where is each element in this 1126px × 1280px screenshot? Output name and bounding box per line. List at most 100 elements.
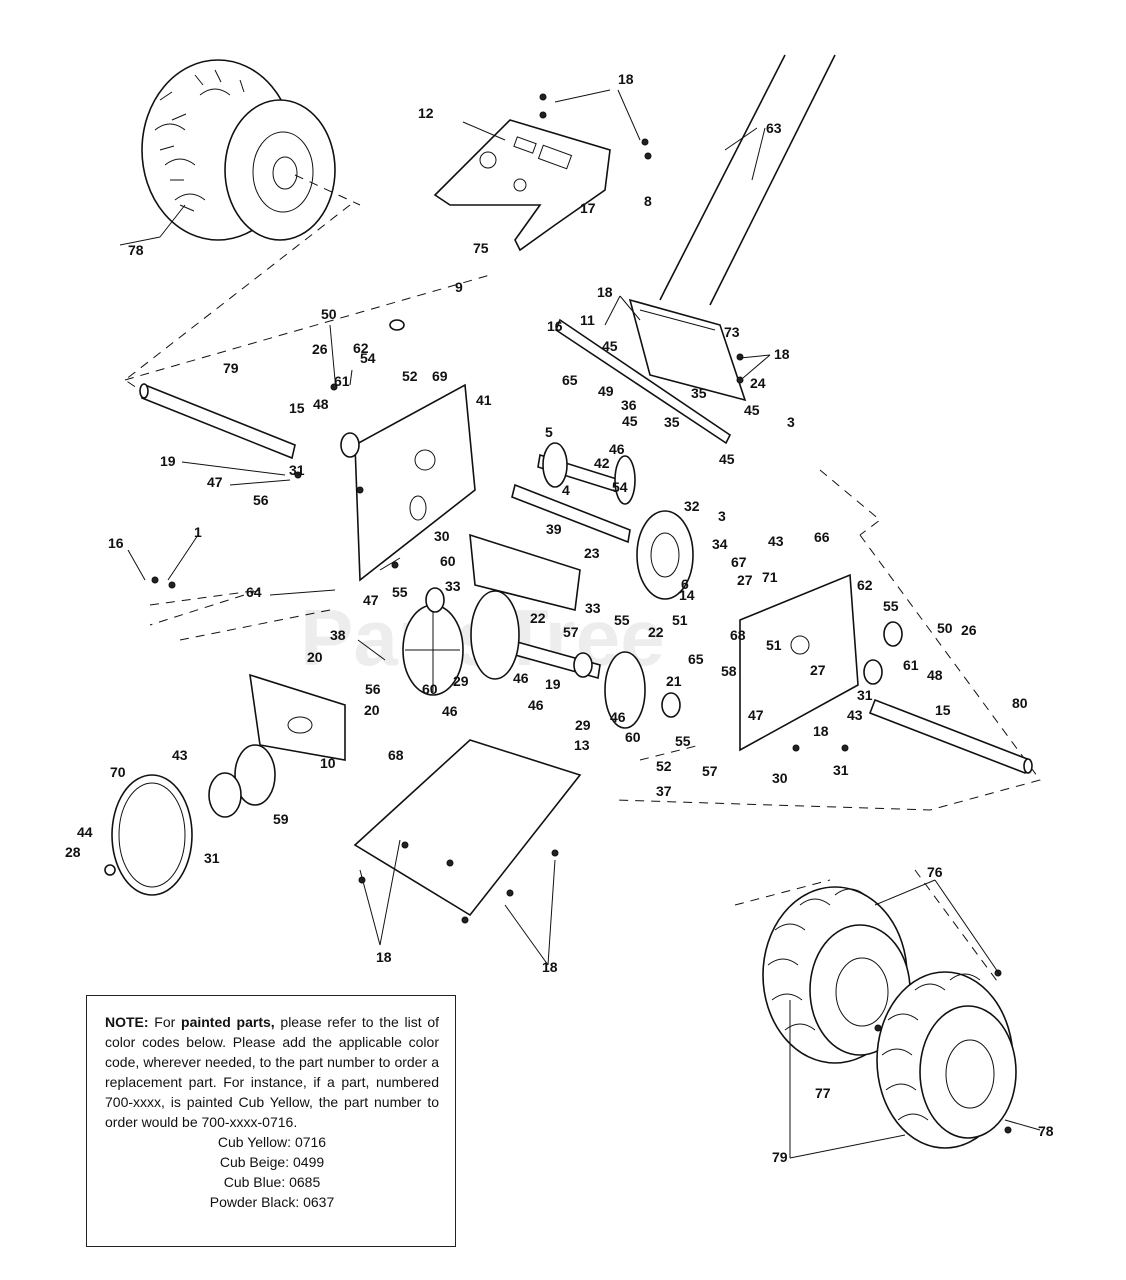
note-emphasis: painted parts,	[181, 1014, 275, 1030]
note-label: NOTE:	[105, 1014, 149, 1030]
callout-label: 28	[65, 844, 81, 860]
callout-label: 18	[542, 959, 558, 975]
callout-label: 79	[223, 360, 239, 376]
control-bracket	[628, 298, 747, 402]
callout-label: 17	[580, 200, 596, 216]
callout-label: 20	[307, 649, 323, 665]
callout-label: 55	[392, 584, 408, 600]
callout-label: 12	[418, 105, 434, 121]
callout-label: 45	[602, 338, 618, 354]
callout-label: 48	[927, 667, 943, 683]
callout-label: 52	[656, 758, 672, 774]
callout-label: 57	[563, 624, 579, 640]
callout-label: 19	[160, 453, 176, 469]
callout-label: 35	[664, 414, 680, 430]
callout-label: 42	[594, 455, 610, 471]
callout-label: 44	[77, 824, 93, 840]
callout-label: 80	[1012, 695, 1028, 711]
callout-label: 11	[580, 312, 595, 328]
center-support-plate	[469, 533, 581, 611]
note-body: please refer to the list of color codes …	[105, 1014, 440, 1130]
axle-right	[868, 698, 1033, 775]
callout-label: 23	[584, 545, 600, 561]
callout-label: 65	[562, 372, 578, 388]
callout-label: 33	[585, 600, 601, 616]
callout-label: 45	[622, 413, 638, 429]
callout-label: 45	[719, 451, 735, 467]
callout-label: 36	[621, 397, 637, 413]
callout-label: 33	[445, 578, 461, 594]
callout-label: 27	[810, 662, 826, 678]
callout-label: 20	[364, 702, 380, 718]
callout-label: 76	[927, 864, 943, 880]
callout-label: 16	[108, 535, 124, 551]
callout-label: 77	[815, 1085, 831, 1101]
callout-label: 73	[724, 324, 740, 340]
axle-left	[139, 383, 296, 460]
callout-label: 46	[609, 441, 625, 457]
callout-label: 26	[312, 341, 328, 357]
callout-label: 63	[766, 120, 782, 136]
callout-label: 68	[388, 747, 404, 763]
callout-label: 51	[766, 637, 782, 653]
callout-label: 50	[321, 306, 337, 322]
callout-label: 38	[330, 627, 346, 643]
callout-label: 29	[453, 673, 469, 689]
callout-label: 31	[204, 850, 220, 866]
callout-label: 60	[422, 681, 438, 697]
callout-label: 64	[246, 584, 262, 600]
callout-label: 70	[110, 764, 126, 780]
callout-label: 15	[289, 400, 305, 416]
bottom-cover-panel	[353, 739, 582, 917]
gear-assembly	[402, 442, 694, 729]
callout-label: 58	[721, 663, 737, 679]
callout-label: 18	[597, 284, 613, 300]
callout-label: 16	[547, 318, 563, 334]
pulley-assembly	[104, 744, 276, 896]
callout-label: 41	[476, 392, 492, 408]
rear-wheel-top-left	[141, 59, 361, 241]
callout-label: 55	[675, 733, 691, 749]
right-side-plate	[739, 573, 859, 752]
callout-label: 61	[903, 657, 919, 673]
callout-label: 62	[857, 577, 873, 593]
callout-label: 46	[513, 670, 529, 686]
callout-label: 35	[691, 385, 707, 401]
callout-label: 31	[289, 462, 305, 478]
callout-label: 9	[455, 279, 463, 295]
callout-label: 18	[376, 949, 392, 965]
left-mount-bracket	[249, 673, 346, 761]
callout-label: 30	[772, 770, 788, 786]
callout-label: 62	[353, 340, 369, 356]
callout-label: 8	[644, 193, 652, 209]
callout-label: 60	[625, 729, 641, 745]
callout-label: 43	[172, 747, 188, 763]
callout-label: 54	[360, 350, 376, 366]
color-code-cub-beige: Cub Beige: 0499	[219, 1154, 325, 1170]
callout-label: 49	[598, 383, 614, 399]
callout-label: 13	[574, 737, 590, 753]
callout-label: 18	[774, 346, 790, 362]
callout-label: 4	[562, 482, 570, 498]
callout-label: 46	[610, 709, 626, 725]
callout-label: 59	[273, 811, 289, 827]
callout-label: 46	[442, 703, 458, 719]
fasteners	[151, 93, 1012, 1134]
callout-label: 78	[128, 242, 144, 258]
callout-label: 43	[768, 533, 784, 549]
shift-rods	[659, 54, 836, 306]
note-paragraph: NOTE: For painted parts, please refer to…	[105, 1012, 439, 1132]
callout-label: 29	[575, 717, 591, 733]
callout-label: 48	[313, 396, 329, 412]
callout-label: 67	[731, 554, 747, 570]
callout-leader-lines	[119, 89, 1041, 1159]
callout-label: 1	[194, 524, 202, 540]
callout-label: 22	[648, 624, 664, 640]
callout-label: 43	[847, 707, 863, 723]
callout-label: 37	[656, 783, 672, 799]
callout-label: 60	[440, 553, 456, 569]
callout-label: 45	[744, 402, 760, 418]
callout-label: 47	[363, 592, 379, 608]
callout-label: 31	[833, 762, 849, 778]
callout-label: 3	[787, 414, 795, 430]
